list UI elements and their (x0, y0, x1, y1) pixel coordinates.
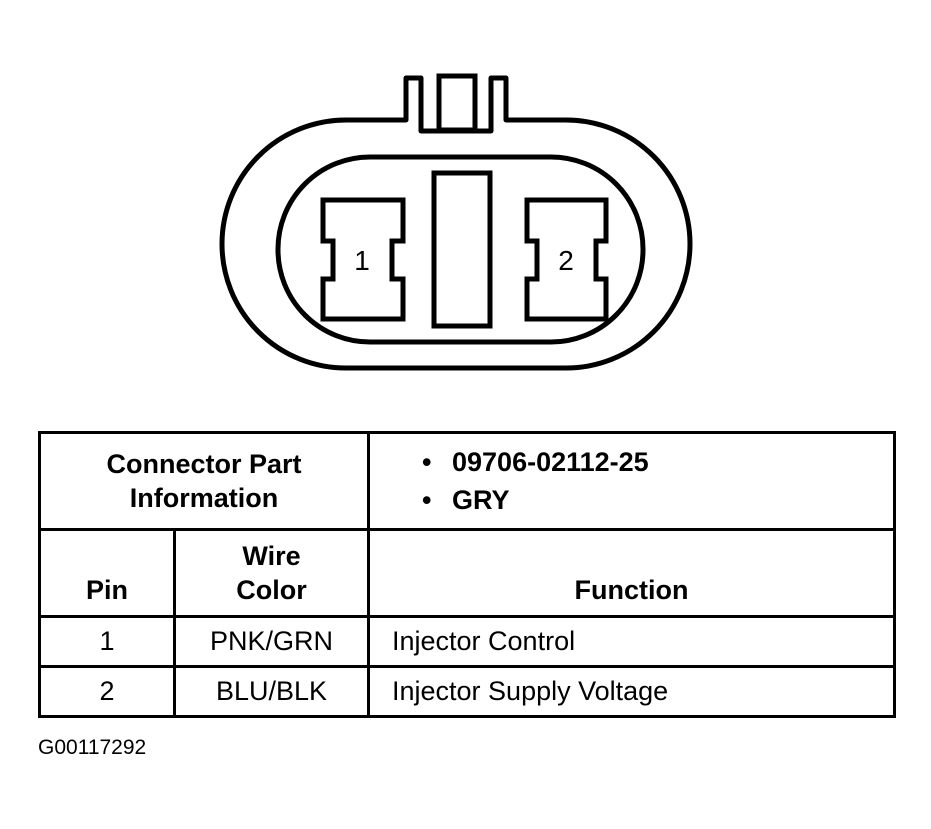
part-info-label-text: Connector Part Information (106, 449, 302, 513)
table-row: 2 BLU/BLK Injector Supply Voltage (38, 665, 896, 718)
header-wire-color: Wire Color (173, 528, 370, 618)
part-number: 09706-02112-25 (422, 443, 893, 481)
connector-housing-inner (275, 154, 646, 345)
row-1-pin: 1 (38, 615, 176, 668)
connector-diagram: 1 2 (219, 73, 693, 371)
header-function: Function (367, 528, 896, 618)
row-2-pin: 2 (38, 665, 176, 718)
row-2-function: Injector Supply Voltage (367, 665, 896, 718)
header-pin: Pin (38, 528, 176, 618)
row-2-wire-color: BLU/BLK (173, 665, 370, 718)
pin-cavity-2 (524, 197, 609, 322)
part-info-values: 09706-02112-25 GRY (367, 431, 896, 531)
connector-center-key (431, 170, 493, 329)
connector-housing-outer (219, 75, 693, 371)
header-wire-color-text: Wire Color (236, 541, 307, 605)
table-row: 1 PNK/GRN Injector Control (38, 615, 896, 668)
row-1-function: Injector Control (367, 615, 896, 668)
connector-pin-table: Connector Part Information 09706-02112-2… (38, 431, 896, 718)
figure-id-caption: G00117292 (38, 736, 147, 759)
connector-lock-tab (436, 73, 478, 133)
pin-label-2: 2 (558, 245, 574, 276)
part-info-label: Connector Part Information (38, 431, 370, 531)
row-1-wire-color: PNK/GRN (173, 615, 370, 668)
pin-label-1: 1 (354, 245, 370, 276)
part-color: GRY (422, 481, 893, 519)
pin-cavity-1 (320, 197, 406, 322)
